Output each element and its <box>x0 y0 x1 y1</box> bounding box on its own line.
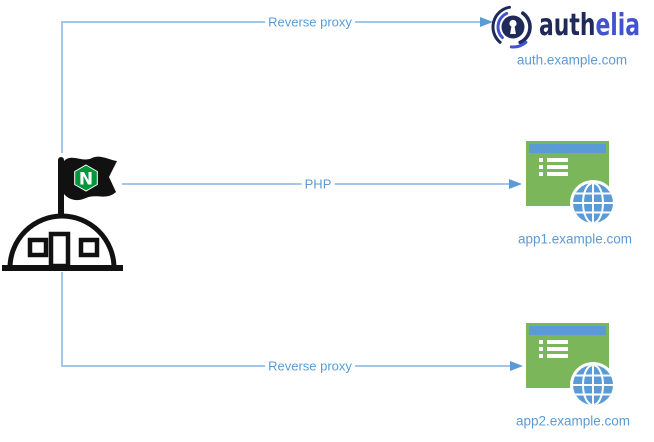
nginx-letter: N <box>79 170 93 190</box>
flag-pole <box>58 157 64 221</box>
nginx-tent-icon: N <box>2 156 123 271</box>
globe-icon <box>570 180 616 226</box>
app2-node: app2.example.com <box>516 323 654 433</box>
connector-nginx-authelia-vertical <box>61 22 63 153</box>
arrowhead-to-app2 <box>510 361 523 371</box>
nginx-node: N <box>2 148 126 279</box>
globe-icon <box>570 362 616 408</box>
list-icon <box>539 340 568 361</box>
app2-domain-label: app2.example.com <box>515 413 631 429</box>
authelia-wordmark-elia: elia <box>595 8 641 44</box>
arrowhead-to-authelia <box>480 17 493 27</box>
authelia-wordmark-auth: auth <box>539 8 596 44</box>
app1-titlebar <box>529 144 606 153</box>
nginx-hexagon <box>74 164 98 192</box>
list-icon <box>539 158 568 179</box>
app1-domain-label: app1.example.com <box>517 231 633 247</box>
connector-label-reverse-proxy-top: Reverse proxy <box>265 14 355 30</box>
authelia-domain-label: auth.example.com <box>516 52 628 68</box>
connector-label-reverse-proxy-bottom: Reverse proxy <box>265 358 355 374</box>
authelia-wordmark: authelia <box>539 8 640 43</box>
app1-node: app1.example.com <box>518 141 654 251</box>
tent-window-right <box>78 237 100 258</box>
tent-window-left <box>27 237 49 258</box>
arrowhead-to-app1 <box>509 179 522 189</box>
connector-label-php: PHP <box>301 176 335 192</box>
tent-door <box>48 231 71 269</box>
keyhole-icon <box>509 19 517 28</box>
connector-nginx-app2-vertical <box>61 272 63 366</box>
authelia-lock-icon <box>491 5 532 49</box>
app2-titlebar <box>529 326 606 335</box>
